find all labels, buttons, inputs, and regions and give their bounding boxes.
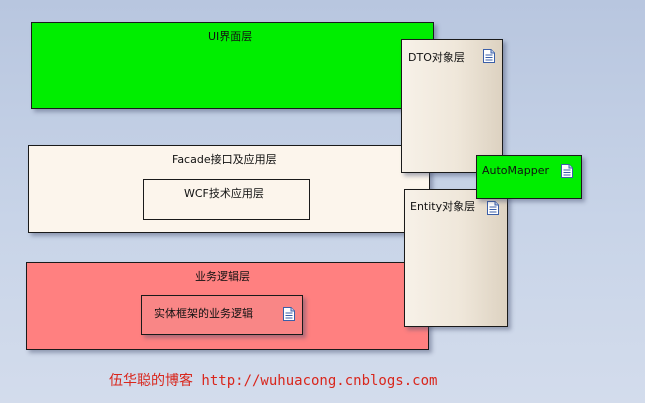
entity-layer-box[interactable]: Entity对象层: [404, 189, 508, 327]
ef-business-box[interactable]: 实体框架的业务逻辑: [141, 295, 303, 335]
document-icon: [283, 307, 295, 321]
business-layer-box[interactable]: 业务逻辑层: [26, 262, 429, 350]
wcf-layer-box[interactable]: WCF技术应用层: [143, 179, 310, 220]
automapper-label: AutoMapper: [482, 164, 550, 177]
ui-layer-label: UI界面层: [208, 30, 253, 43]
wcf-layer-label: WCF技术应用层: [184, 187, 264, 200]
ef-business-label: 实体框架的业务逻辑: [154, 307, 253, 320]
automapper-box[interactable]: AutoMapper: [476, 155, 582, 199]
ui-layer-box[interactable]: UI界面层: [31, 22, 434, 109]
dto-layer-box[interactable]: DTO对象层: [401, 39, 503, 173]
business-layer-label: 业务逻辑层: [195, 270, 250, 283]
document-icon: [561, 164, 573, 178]
entity-layer-label: Entity对象层: [410, 200, 476, 213]
blog-footer-text: 伍华聪的博客 http://wuhuacong.cnblogs.com: [109, 373, 438, 389]
document-icon: [483, 49, 495, 63]
dto-layer-label: DTO对象层: [408, 51, 465, 64]
document-icon: [487, 201, 499, 215]
facade-layer-label: Facade接口及应用层: [172, 153, 277, 166]
